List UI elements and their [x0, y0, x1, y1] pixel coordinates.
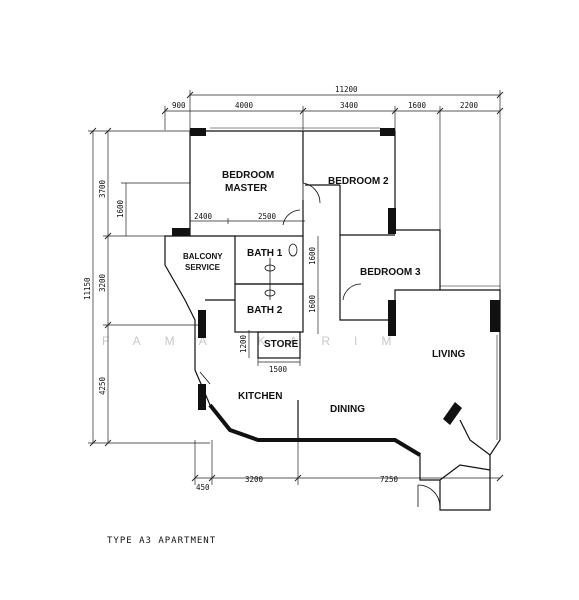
- dim-inner-2400: 2400: [194, 212, 213, 221]
- dim-store-1500: 1500: [269, 365, 288, 374]
- label-bedroom-master-2: MASTER: [225, 183, 268, 194]
- label-store: STORE: [264, 339, 299, 350]
- label-balcony: BALCONY: [183, 252, 223, 261]
- label-living: LIVING: [432, 349, 466, 360]
- watermark-text: FAMA KARIM: [102, 334, 415, 348]
- dim-left-3700: 3700: [98, 179, 107, 198]
- dim-left-total: 11150: [83, 277, 92, 300]
- label-bath-2: BATH 2: [247, 305, 283, 316]
- walls: [164, 130, 501, 511]
- dimension-ticks: [89, 91, 504, 482]
- thick-exterior-wall: [208, 403, 422, 457]
- dim-top-4000: 4000: [235, 101, 254, 110]
- label-bath-1: BATH 1: [247, 248, 283, 259]
- dim-bath1-1600: 1600: [308, 246, 317, 265]
- plan-caption: TYPE A3 APARTMENT: [107, 536, 216, 546]
- dim-bath2-1600: 1600: [308, 294, 317, 313]
- windows: [210, 127, 500, 440]
- dim-bottom-7250: 7250: [380, 475, 399, 484]
- label-service: SERVICE: [185, 263, 221, 272]
- dim-left-3200: 3200: [98, 273, 107, 292]
- dim-store-1200: 1200: [239, 334, 248, 353]
- label-bedroom-master-1: BEDROOM: [222, 170, 274, 181]
- dim-left-1600: 1600: [116, 199, 125, 218]
- label-dining: DINING: [330, 404, 365, 415]
- dim-left-4250: 4250: [98, 376, 107, 395]
- dimension-lines: [88, 90, 501, 485]
- dim-inner-2500: 2500: [258, 212, 277, 221]
- dim-top-3400: 3400: [340, 101, 359, 110]
- dim-top-1600: 1600: [408, 101, 427, 110]
- label-bedroom-2: BEDROOM 2: [328, 176, 389, 187]
- label-kitchen: KITCHEN: [238, 391, 282, 402]
- dim-bottom-450: 450: [196, 483, 210, 492]
- doors: [199, 182, 441, 508]
- label-bedroom-3: BEDROOM 3: [360, 267, 421, 278]
- dim-top-900: 900: [172, 101, 186, 110]
- structural-walls: [172, 128, 500, 425]
- dim-top-2200: 2200: [460, 101, 479, 110]
- bath-fixtures: [264, 243, 298, 300]
- dim-top-total: 11200: [335, 85, 358, 94]
- dim-bottom-3200: 3200: [245, 475, 264, 484]
